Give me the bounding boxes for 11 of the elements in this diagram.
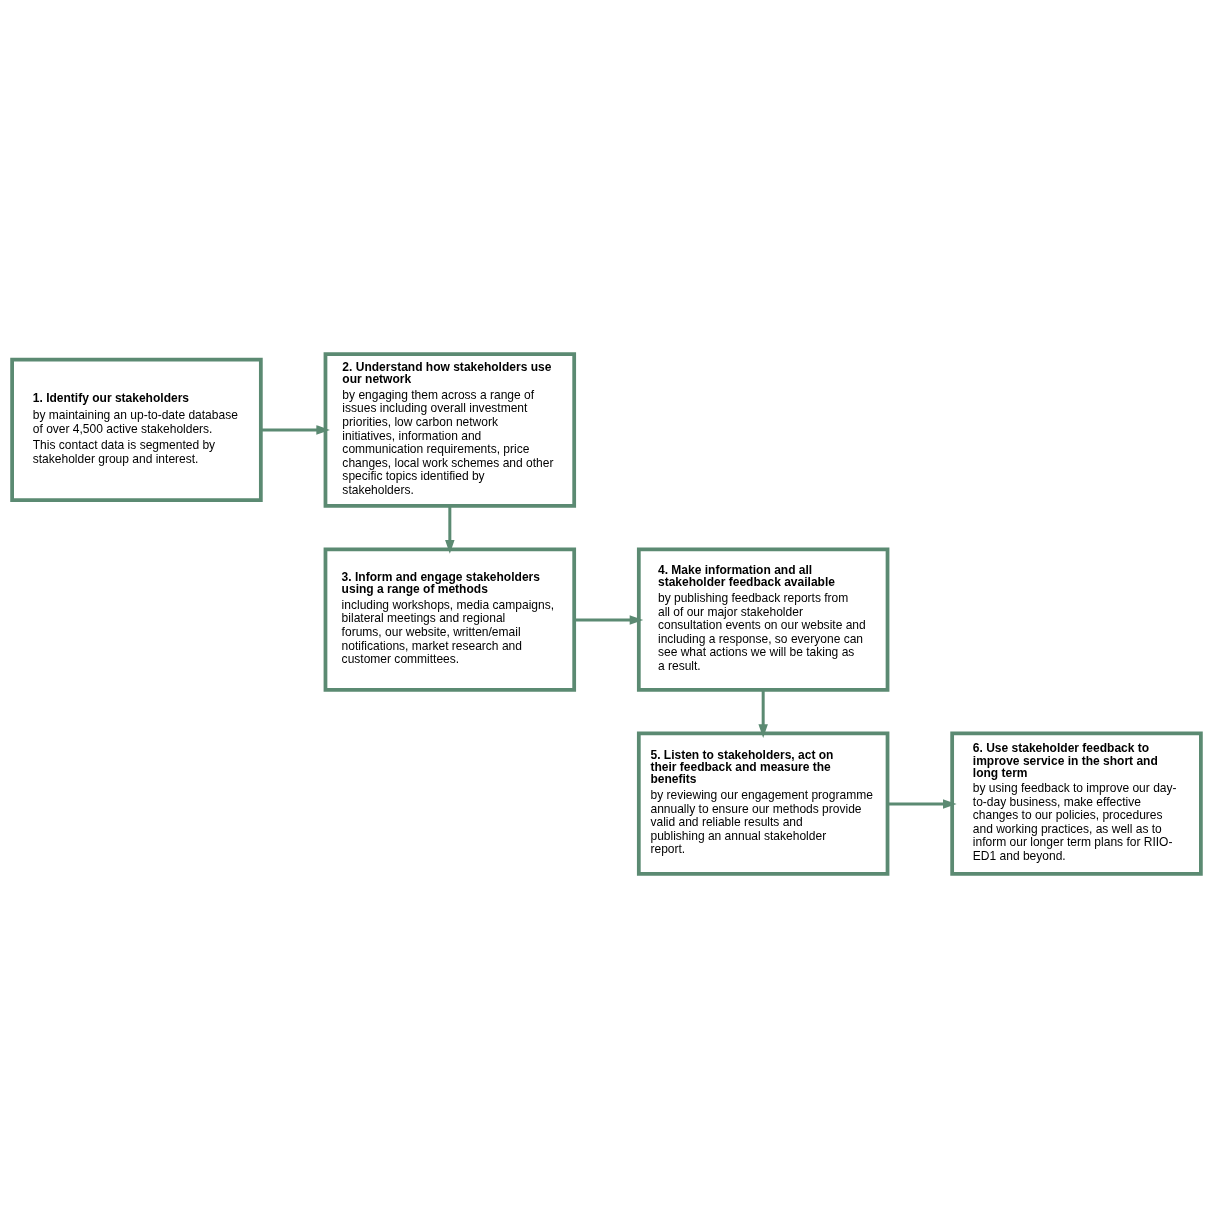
arrow bbox=[574, 614, 644, 625]
node-box: 1. Identify our stakeholders by maintaining an up-to-date database of over 4,500 active stakeholders. This contact data is segmented by stakeholder group and interest. bbox=[10, 357, 263, 502]
node-box: 3. Inform and engage stakeholders using a range of methods including workshops, media campaigns, bilateral meetings and regional forums, our website, written/email notifications, market research and customer committees. bbox=[323, 547, 577, 692]
node-box: 6. Use stakeholder feedback to improve service in the short and long term by using feedback to improve our day-to-day business, make effective changes to our policies, procedures and working practices, as well as to inform our longer term plans for RIIO-ED1 and beyond. bbox=[950, 731, 1203, 876]
node-box: 5. Listen to stakeholders, act on their feedback and measure the benefits by reviewing our engagement programme annually to ensure our methods provide valid and reliable results and publishing an annual stakeholder report. bbox=[636, 731, 890, 876]
node-box: 4. Make information and all stakeholder feedback available by publishing feedback reports from all of our major stakeholder consultation events on our website and including a response, so everyone can see what actions we will be taking as a result. bbox=[636, 547, 890, 692]
arrow bbox=[261, 424, 330, 435]
arrow bbox=[758, 689, 768, 738]
node-box: 2. Understand how stakeholders use our network by engaging them across a range of issues including overall investment priorities, low carbon network initiatives, information and communication requirements, price changes, local work schemes and other specific topics identified by stakeholders. bbox=[323, 351, 577, 508]
arrow bbox=[445, 505, 455, 554]
arrow bbox=[887, 798, 957, 809]
